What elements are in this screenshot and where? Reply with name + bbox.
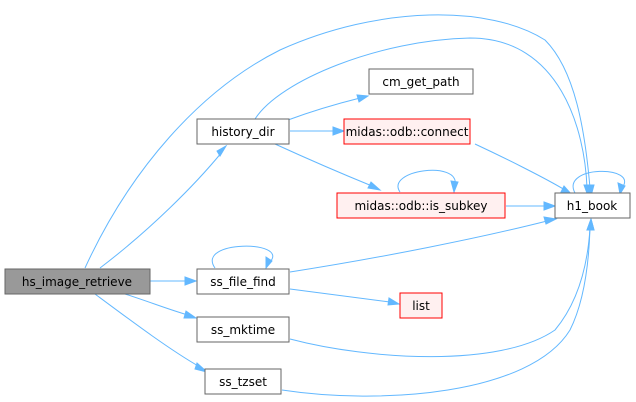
arrowhead: [586, 217, 595, 231]
arrowhead: [387, 297, 401, 306]
node-hs-image-retrieve-label: hs_image_retrieve: [22, 275, 132, 289]
arrowhead: [543, 216, 558, 225]
edge-ss-tzset-to-h1-book: [281, 227, 591, 397]
edge-hs-image-retrieve-to-h1-book: [84, 14, 591, 269]
node-ss-file-find-label: ss_file_find: [210, 275, 276, 289]
node-midas-odb-connect[interactable]: midas::odb::connect: [343, 118, 471, 145]
edge-midas-odb-connect-to-h1-book: [474, 143, 566, 191]
arrowhead: [450, 180, 459, 194]
edge-hs-image-retrieve-to-ss-mktime: [124, 293, 189, 316]
arrowhead: [543, 201, 557, 211]
node-ss-tzset[interactable]: ss_tzset: [204, 368, 282, 395]
edge-ss-file-find-self-loop: [211, 245, 274, 269]
edges: [84, 14, 626, 397]
arrowhead: [183, 310, 198, 319]
arrowhead: [216, 144, 228, 157]
edge-ss-file-find-to-h1-book: [289, 220, 548, 273]
arrowhead: [194, 362, 208, 373]
node-history-dir-label: history_dir: [211, 125, 274, 139]
node-midas-odb-is-subkey-label: midas::odb::is_subkey: [354, 199, 487, 213]
edge-h1-book-self-loop: [572, 170, 626, 194]
edge-history-dir-to-cm-get-path: [287, 97, 361, 121]
edge-hs-image-retrieve-to-history-dir: [99, 151, 223, 269]
node-list[interactable]: list: [399, 292, 443, 319]
node-ss-mktime-label: ss_mktime: [211, 323, 275, 337]
arrowhead: [356, 94, 370, 103]
node-cm-get-path[interactable]: cm_get_path: [368, 68, 474, 95]
node-ss-mktime[interactable]: ss_mktime: [196, 316, 290, 343]
arrowhead: [583, 184, 592, 198]
arrowhead: [332, 126, 346, 136]
node-history-dir[interactable]: history_dir: [196, 118, 290, 145]
edge-hs-image-retrieve-to-ss-tzset: [94, 293, 201, 368]
edge-ss-file-find-to-list: [289, 288, 391, 303]
edge-midas-odb-is-subkey-self-loop: [397, 169, 456, 193]
edge-history-dir-to-midas-odb-is-subkey: [274, 143, 373, 187]
edge-ss-mktime-to-h1-book: [289, 227, 591, 358]
arrowhead: [617, 182, 626, 196]
node-ss-file-find[interactable]: ss_file_find: [196, 268, 290, 295]
node-h1-book[interactable]: h1_book: [554, 192, 631, 219]
edge-history-dir-to-h1-book: [254, 37, 588, 189]
node-list-label: list: [412, 299, 430, 313]
node-midas-odb-connect-label: midas::odb::connect: [346, 125, 469, 139]
arrowhead: [367, 181, 382, 191]
node-cm-get-path-label: cm_get_path: [382, 75, 459, 89]
node-h1-book-label: h1_book: [567, 199, 618, 213]
arrowhead: [265, 256, 273, 270]
arrowhead: [184, 276, 198, 286]
node-midas-odb-is-subkey[interactable]: midas::odb::is_subkey: [336, 192, 506, 219]
node-ss-tzset-label: ss_tzset: [219, 375, 267, 389]
node-hs-image-retrieve: hs_image_retrieve: [4, 268, 151, 295]
